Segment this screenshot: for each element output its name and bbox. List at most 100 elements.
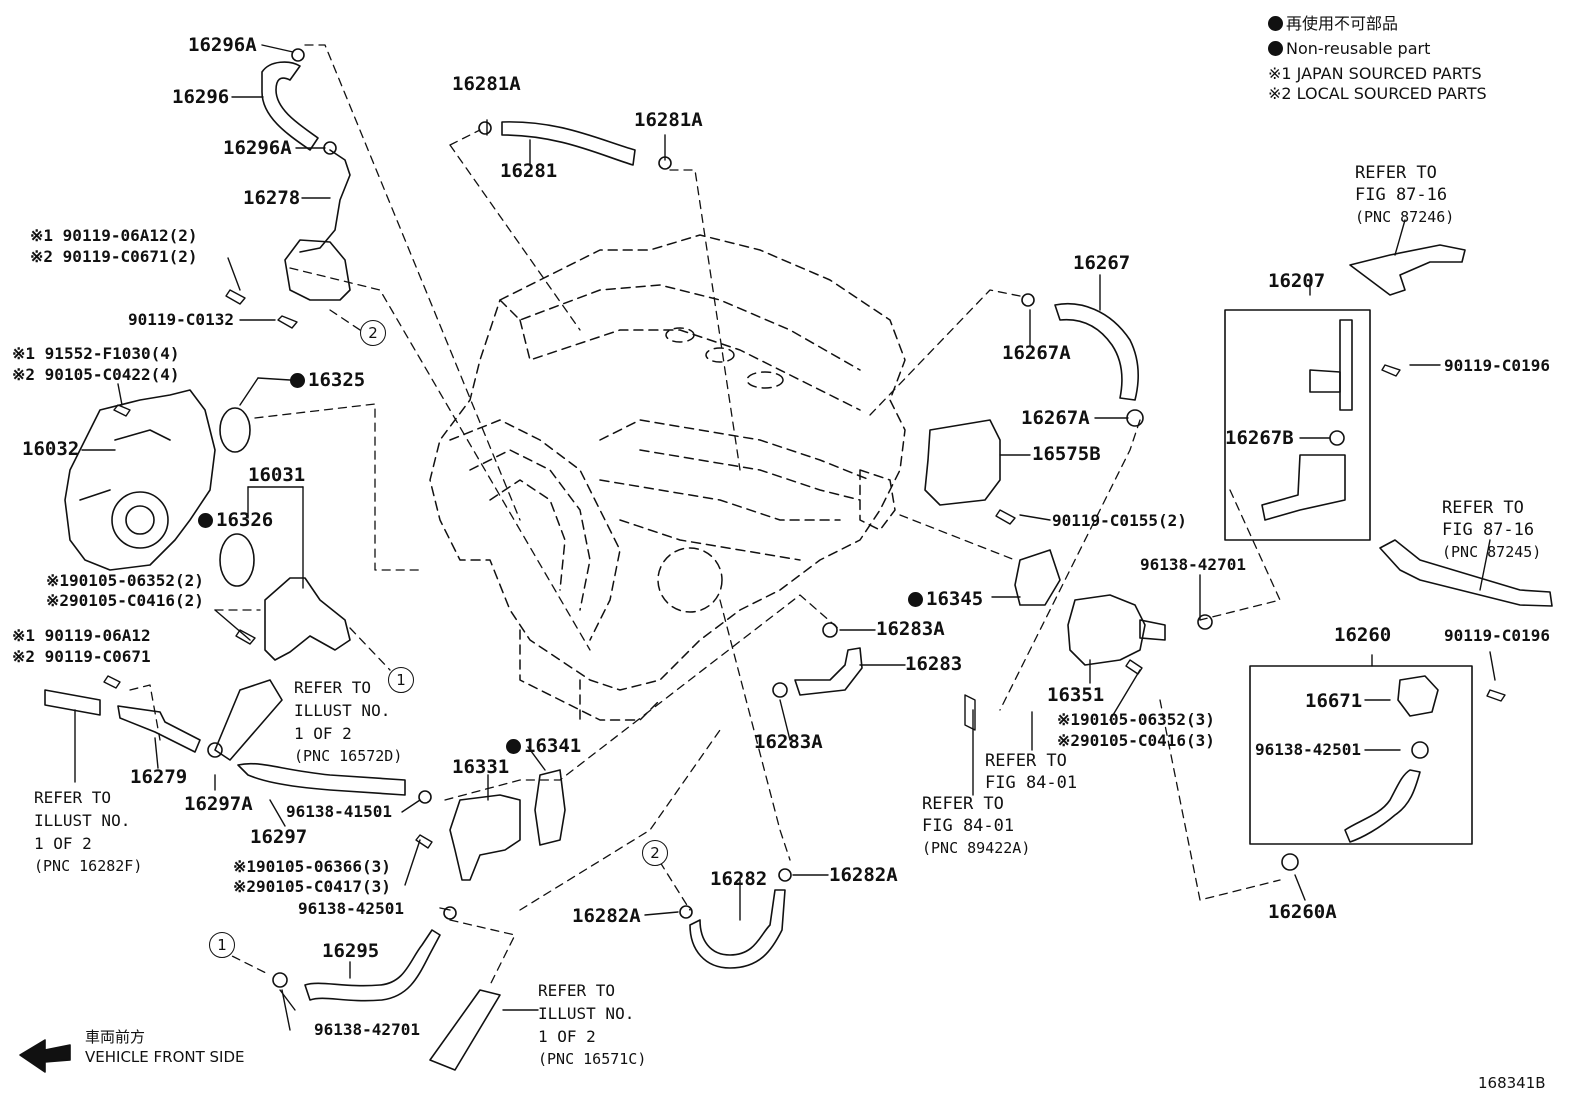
- part-label-90119-06A12[interactable]: ※1 90119-06A12(2): [30, 226, 198, 245]
- part-label-90119-C0155[interactable]: 90119-C0155(2): [1052, 511, 1187, 530]
- reference-line: REFER TO: [294, 678, 372, 697]
- reference-line: REFER TO: [538, 981, 616, 1000]
- legend-local-sourced: ※2 LOCAL SOURCED PARTS: [1268, 84, 1487, 103]
- legend-japan-sourced: ※1 JAPAN SOURCED PARTS: [1268, 64, 1482, 83]
- reference-illust-pnc-16571C[interactable]: REFER TO ILLUST NO. 1 OF 2 (PNC 16571C): [538, 979, 646, 1071]
- part-label-16671[interactable]: 16671: [1305, 690, 1363, 712]
- part-label-96138-41501[interactable]: 96138-41501: [286, 802, 392, 821]
- nonreusable-dot-icon: [1268, 41, 1283, 56]
- part-label-16267B[interactable]: 16267B: [1225, 427, 1294, 449]
- part-label-96138-42701[interactable]: 96138-42701: [314, 1020, 420, 1039]
- part-label-16296A[interactable]: 16296A: [223, 137, 292, 159]
- part-label-16260[interactable]: 16260: [1334, 624, 1392, 646]
- vehicle-front-side-jp: 車両前方: [85, 1028, 146, 1046]
- reference-line: 1 OF 2: [294, 724, 352, 743]
- part-label-16281A[interactable]: 16281A: [452, 73, 521, 95]
- callout-1[interactable]: 1: [209, 932, 235, 958]
- reference-fig-84-01-pnc-89422A[interactable]: REFER TO FIG 84-01 (PNC 89422A): [922, 793, 1030, 859]
- part-label-16341[interactable]: 16341: [506, 737, 581, 756]
- part-label-90105-C0417[interactable]: ※290105-C0417(3): [233, 877, 391, 896]
- part-label-16279[interactable]: 16279: [130, 766, 188, 788]
- part-label-16281A[interactable]: 16281A: [634, 109, 703, 131]
- hose-shapes: [44, 48, 1553, 1071]
- part-label-16267[interactable]: 16267: [1073, 252, 1131, 274]
- part-label-16283A[interactable]: 16283A: [754, 731, 823, 753]
- part-label-90105-C0416[interactable]: ※290105-C0416(2): [46, 591, 204, 610]
- part-label-90105-06352[interactable]: ※190105-06352(2): [46, 571, 204, 590]
- part-label-90119-C0196[interactable]: 90119-C0196: [1444, 626, 1550, 645]
- part-label-90105-06352[interactable]: ※190105-06352(3): [1057, 710, 1215, 729]
- part-label-16296[interactable]: 16296: [172, 86, 230, 108]
- part-label-16207[interactable]: 16207: [1268, 270, 1326, 292]
- reference-line: 1 OF 2: [34, 834, 92, 853]
- vehicle-front-side-en: VEHICLE FRONT SIDE: [85, 1048, 245, 1066]
- reference-line: FIG 87-16: [1442, 520, 1535, 540]
- part-label-16351[interactable]: 16351: [1047, 684, 1105, 706]
- reference-line: REFER TO: [1442, 498, 1524, 518]
- part-label-16297A[interactable]: 16297A: [184, 793, 253, 815]
- part-label-96138-42701[interactable]: 96138-42701: [1140, 555, 1246, 574]
- part-label-16260A[interactable]: 16260A: [1268, 901, 1337, 923]
- reference-line: 1 OF 2: [538, 1027, 596, 1046]
- part-label-90105-C0416[interactable]: ※290105-C0416(3): [1057, 731, 1215, 750]
- reference-fig-87-16-pnc-87245[interactable]: REFER TO FIG 87-16 (PNC 87245): [1442, 497, 1541, 563]
- part-label-16283[interactable]: 16283: [905, 653, 963, 675]
- part-number: 16325: [308, 369, 366, 391]
- part-label-90119-C0132[interactable]: 90119-C0132: [128, 310, 234, 329]
- reference-line: ILLUST NO.: [34, 811, 131, 830]
- part-label-16575B[interactable]: 16575B: [1032, 443, 1101, 465]
- part-label-90119-C0671[interactable]: ※2 90119-C0671: [12, 647, 151, 666]
- reference-line: (PNC 87246): [1355, 208, 1455, 226]
- part-label-16295[interactable]: 16295: [322, 940, 380, 962]
- nonreusable-dot-icon: [198, 513, 213, 528]
- part-label-16331[interactable]: 16331: [452, 756, 510, 778]
- part-label-16267A[interactable]: 16267A: [1021, 407, 1090, 429]
- reference-fig-84-01[interactable]: REFER TO FIG 84-01: [985, 750, 1077, 794]
- part-number: 16326: [216, 509, 274, 531]
- part-label-16345[interactable]: 16345: [908, 590, 983, 609]
- part-label-16032[interactable]: 16032: [22, 438, 80, 460]
- diagram-id: 168341B: [1478, 1074, 1546, 1092]
- dashed-leaders: [129, 44, 1281, 986]
- reference-illust-pnc-16572D[interactable]: REFER TO ILLUST NO. 1 OF 2 (PNC 16572D): [294, 676, 402, 768]
- part-label-96138-42501[interactable]: 96138-42501: [298, 899, 404, 918]
- part-label-16281[interactable]: 16281: [500, 160, 558, 182]
- part-label-90105-C0422[interactable]: ※2 90105-C0422(4): [12, 365, 180, 384]
- reference-line: (PNC 16282F): [34, 857, 143, 875]
- part-label-16283A[interactable]: 16283A: [876, 618, 945, 640]
- legend-nonreusable-jp-text: 再使用不可部品: [1286, 14, 1399, 33]
- reference-line: REFER TO: [34, 788, 112, 807]
- legend-nonreusable-en: Non-reusable part: [1268, 41, 1430, 57]
- reference-line: (PNC 16571C): [538, 1050, 647, 1068]
- reference-fig-87-16-pnc-87246[interactable]: REFER TO FIG 87-16 (PNC 87246): [1355, 162, 1454, 228]
- part-label-16282[interactable]: 16282: [710, 868, 768, 890]
- callout-2[interactable]: 2: [642, 840, 668, 866]
- part-label-16325[interactable]: 16325: [290, 371, 365, 390]
- part-label-16326[interactable]: 16326: [198, 511, 273, 530]
- part-label-96138-42501[interactable]: 96138-42501: [1255, 740, 1361, 759]
- part-label-16282A[interactable]: 16282A: [829, 864, 898, 886]
- callout-1[interactable]: 1: [388, 667, 414, 693]
- callout-2[interactable]: 2: [360, 320, 386, 346]
- part-label-90119-06A12[interactable]: ※1 90119-06A12: [12, 626, 151, 645]
- part-group-boxes: [1224, 309, 1473, 845]
- nonreusable-dot-icon: [290, 373, 305, 388]
- part-label-90105-06366[interactable]: ※190105-06366(3): [233, 857, 391, 876]
- part-label-90119-C0671[interactable]: ※2 90119-C0671(2): [30, 247, 198, 266]
- reference-line: (PNC 16572D): [294, 747, 403, 765]
- reference-line: FIG 84-01: [985, 773, 1078, 793]
- part-number: 16345: [926, 588, 984, 610]
- part-label-16282A[interactable]: 16282A: [572, 905, 641, 927]
- reference-line: (PNC 89422A): [922, 839, 1031, 857]
- reference-illust-pnc-16282F[interactable]: REFER TO ILLUST NO. 1 OF 2 (PNC 16282F): [34, 786, 142, 878]
- part-label-16267A[interactable]: 16267A: [1002, 342, 1071, 364]
- engine-block-drawing: [429, 234, 906, 721]
- part-label-16297[interactable]: 16297: [250, 826, 308, 848]
- part-label-91552-F1030[interactable]: ※1 91552-F1030(4): [12, 344, 180, 363]
- part-label-16296A[interactable]: 16296A: [188, 34, 257, 56]
- part-label-16278[interactable]: 16278: [243, 187, 301, 209]
- part-label-90119-C0196[interactable]: 90119-C0196: [1444, 356, 1550, 375]
- part-label-16031[interactable]: 16031: [248, 464, 306, 486]
- reference-line: (PNC 87245): [1442, 543, 1542, 561]
